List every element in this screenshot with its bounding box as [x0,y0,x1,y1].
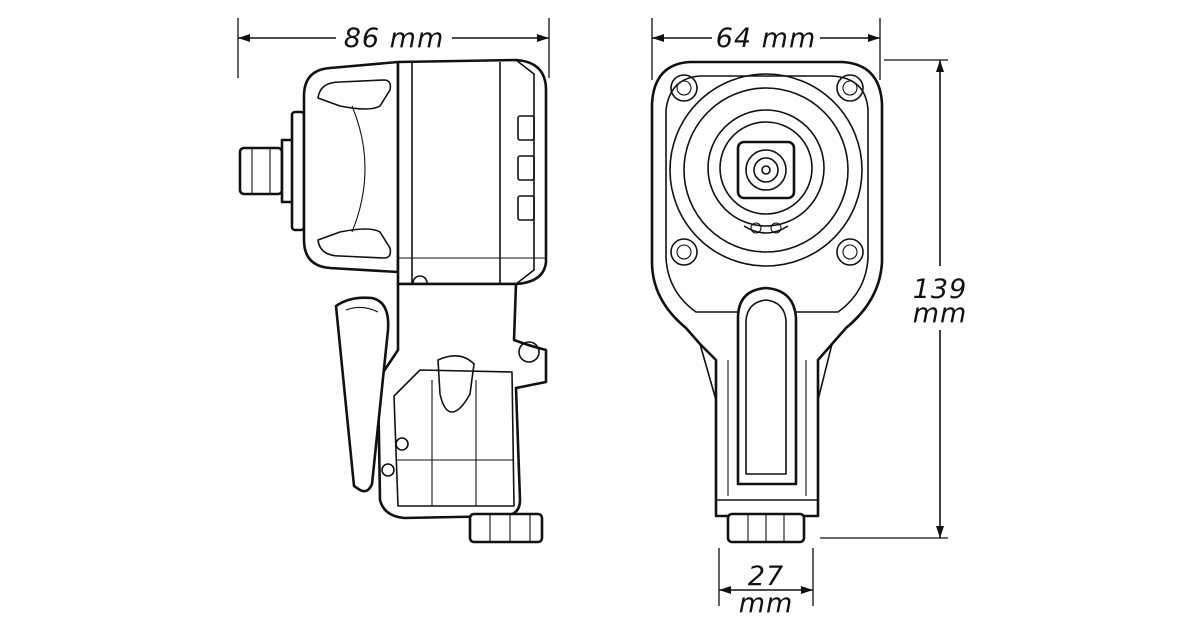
clip-eye-left [750,222,762,234]
screw-side-1 [395,437,409,451]
front-trigger [736,286,798,486]
anvil-front-ring-inner [753,157,779,183]
front-view: 64 mm 139 mm 27 mm [650,18,968,619]
case-rib-bottom [317,228,392,259]
case-rib-top [317,79,392,110]
vent-slot-3 [517,195,535,221]
inlet-value-label: 27 [748,561,784,592]
corner-bolt-bottom-left [670,238,698,266]
air-inlet-fitting [468,512,544,544]
trigger-inner [345,306,379,313]
corner-bolt-bottom-right [836,238,864,266]
height-value-label: 139 [913,274,968,305]
side-view: 86 mm [237,18,550,544]
front-width-label: 64 mm [716,23,817,54]
corner-bolt-top-right [836,74,864,102]
clip-eye-right [770,222,782,234]
handle-body [376,282,548,520]
vent-slot-2 [517,155,535,181]
anvil-flange [290,110,306,232]
anvil-front-ring [745,149,787,191]
side-knob [518,341,540,363]
front-ring-2 [683,87,849,253]
corner-bolt-top-left [670,74,698,102]
retaining-clip [743,225,789,234]
reverse-button [437,355,475,413]
trigger [334,296,390,493]
anvil-front-center [761,165,771,175]
motor-housing [396,58,548,286]
front-trigger-inner [745,299,787,475]
side-width-label: 86 mm [344,23,445,54]
case-contour [351,105,366,233]
height-unit-label: mm [913,298,968,329]
anvil [238,146,284,196]
inlet-unit-label: mm [739,588,794,619]
vent-slot-1 [517,115,535,141]
screw-side-2 [381,463,395,477]
front-handle-contour [699,343,833,501]
handle-trim [393,369,515,507]
front-ring-4 [719,121,813,215]
front-ring-outer [669,73,863,267]
front-ring-3 [707,109,825,227]
